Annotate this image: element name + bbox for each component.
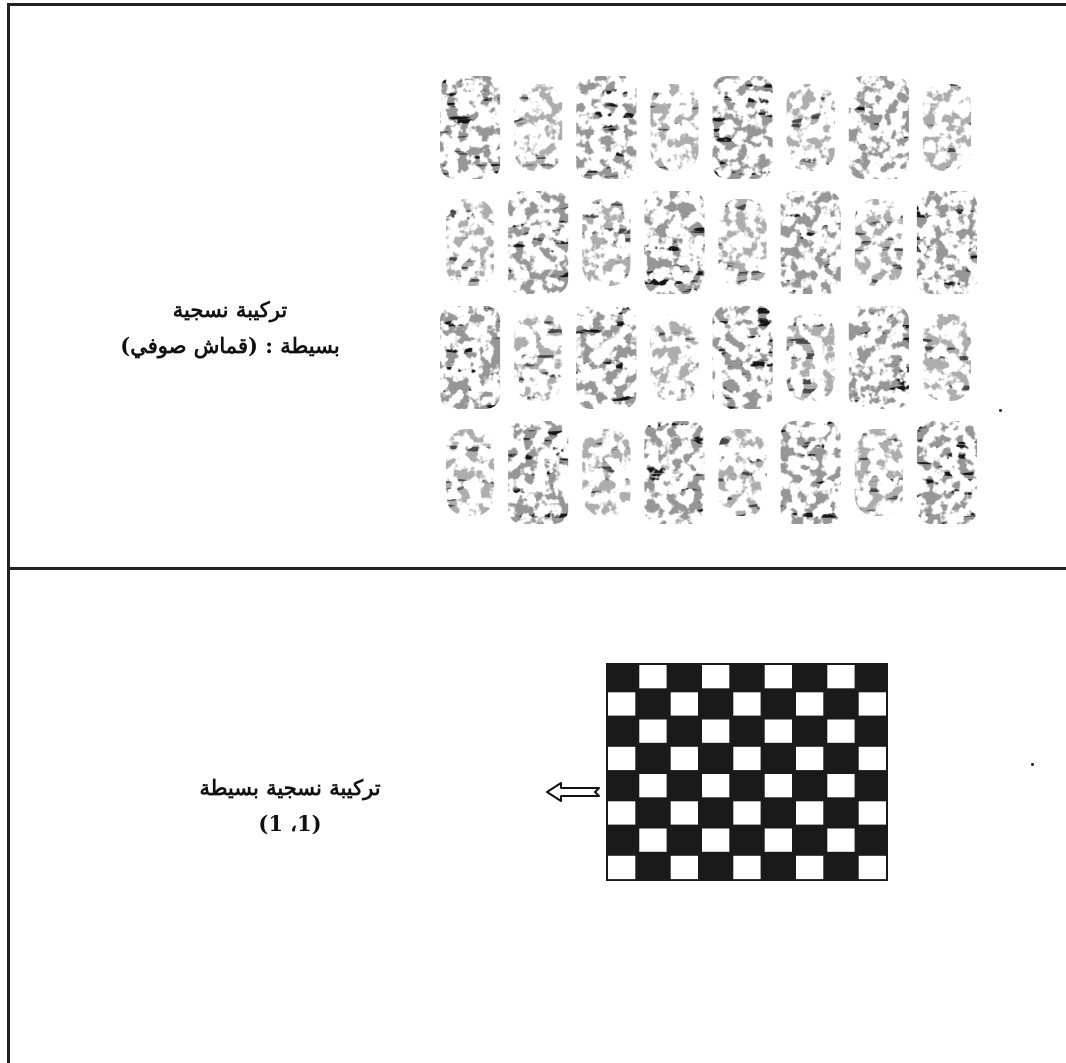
checker-cell	[639, 665, 666, 688]
plain-weave-caption: تركيبة نسجية بسيطة (1 ،1)	[130, 770, 450, 842]
checker-cell	[702, 774, 729, 797]
checker-cell	[733, 856, 760, 879]
checker-cell	[608, 856, 635, 879]
checker-cell	[796, 856, 823, 879]
checker-cell	[639, 774, 666, 797]
checker-cell	[608, 692, 635, 715]
checker-cell	[859, 747, 886, 770]
checker-cell	[702, 720, 729, 743]
caption-line: تركيبة نسجية بسيطة	[130, 770, 450, 806]
wool-fabric-caption: تركيبة نسجية بسيطة : (قماش صوفي)	[60, 292, 400, 364]
checker-cell	[608, 747, 635, 770]
left-arrow-icon	[545, 780, 603, 804]
checker-cell	[702, 829, 729, 852]
checker-cell	[796, 692, 823, 715]
checker-cell	[765, 774, 792, 797]
checker-cell	[671, 801, 698, 824]
woven-fabric-photo	[436, 70, 981, 530]
checker-cell	[639, 829, 666, 852]
checker-cell	[859, 856, 886, 879]
checker-cell	[796, 801, 823, 824]
caption-line: تركيبة نسجية	[60, 292, 400, 328]
checker-cell	[827, 720, 854, 743]
weave-ratio-label: (1 ،1)	[130, 806, 450, 842]
checker-cell	[702, 665, 729, 688]
checker-cell	[827, 774, 854, 797]
checker-cell	[733, 747, 760, 770]
scan-speck	[1031, 763, 1034, 766]
section-divider	[7, 567, 1066, 570]
checker-cell	[765, 720, 792, 743]
checker-cell	[671, 856, 698, 879]
checker-cell	[765, 829, 792, 852]
checker-cell	[765, 665, 792, 688]
checker-cell	[733, 801, 760, 824]
checker-cell	[859, 692, 886, 715]
checker-cell	[639, 720, 666, 743]
checker-cell	[671, 692, 698, 715]
checker-cell	[608, 801, 635, 824]
checker-cell	[827, 665, 854, 688]
checker-cell	[827, 829, 854, 852]
checker-cell	[733, 692, 760, 715]
scan-speck	[999, 409, 1002, 412]
checker-cell	[796, 747, 823, 770]
caption-line: بسيطة : (قماش صوفي)	[60, 328, 400, 364]
checker-cell	[671, 747, 698, 770]
checker-cell	[859, 801, 886, 824]
plain-weave-checkerboard	[606, 663, 888, 881]
